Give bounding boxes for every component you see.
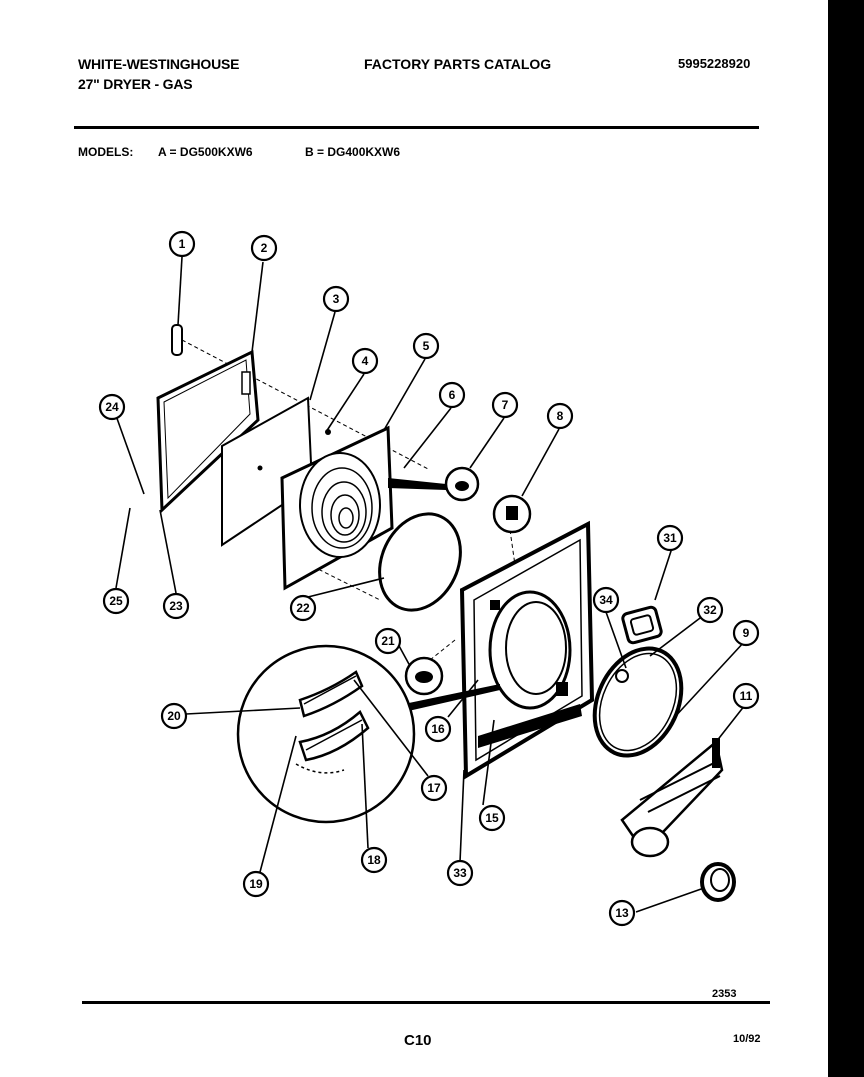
detail-magnifier <box>236 644 500 824</box>
svg-text:20: 20 <box>167 709 181 723</box>
model-b: B = DG400KXW6 <box>305 145 401 159</box>
svg-text:24: 24 <box>105 400 119 414</box>
svg-text:15: 15 <box>485 811 499 825</box>
svg-text:17: 17 <box>427 781 441 795</box>
part-door-seal <box>378 512 462 612</box>
callout-15: 15 <box>478 804 506 832</box>
exploded-parts-diagram: 1 2 3 4 5 6 7 8 9 11 13 15 16 17 18 19 2… <box>98 230 760 927</box>
product-name: 27" DRYER - GAS <box>78 76 193 92</box>
callout-22: 22 <box>289 594 317 622</box>
callout-19: 19 <box>242 870 270 898</box>
svg-text:16: 16 <box>431 722 445 736</box>
callout-33: 33 <box>446 859 474 887</box>
callout-31: 31 <box>656 524 684 552</box>
callout-4: 4 <box>351 347 379 375</box>
publication-date: 10/92 <box>733 1033 761 1045</box>
svg-text:34: 34 <box>599 593 613 607</box>
page-number: C10 <box>404 1032 432 1049</box>
catalog-title: FACTORY PARTS CATALOG <box>364 56 552 72</box>
callout-7: 7 <box>491 391 519 419</box>
callout-2: 2 <box>250 234 278 262</box>
svg-text:7: 7 <box>502 398 509 412</box>
callout-34: 34 <box>592 586 620 614</box>
svg-text:18: 18 <box>367 853 381 867</box>
svg-text:13: 13 <box>615 906 629 920</box>
footer-rule <box>82 1001 770 1004</box>
part-front-panel <box>459 520 595 780</box>
callout-23: 23 <box>162 592 190 620</box>
drawing-reference: 2353 <box>712 988 737 1000</box>
svg-text:1: 1 <box>179 237 186 251</box>
callout-18: 18 <box>360 846 388 874</box>
part-bearing-pad <box>621 605 663 645</box>
part-bushing <box>700 862 736 902</box>
scan-edge-bar <box>828 0 864 1077</box>
models-label: MODELS: <box>78 145 134 159</box>
svg-text:31: 31 <box>663 531 677 545</box>
callout-21: 21 <box>374 627 402 655</box>
svg-text:4: 4 <box>362 354 369 368</box>
callout-25: 25 <box>102 587 130 615</box>
callout-17: 17 <box>420 774 448 802</box>
svg-text:5: 5 <box>423 339 430 353</box>
callout-1: 1 <box>168 230 196 258</box>
part-drum-seal <box>592 646 684 758</box>
callout-11: 11 <box>732 682 760 710</box>
svg-text:25: 25 <box>109 594 123 608</box>
publication-number: 5995228920 <box>678 56 751 71</box>
callout-8: 8 <box>546 402 574 430</box>
svg-text:19: 19 <box>249 877 263 891</box>
svg-text:9: 9 <box>743 626 750 640</box>
svg-text:8: 8 <box>557 409 564 423</box>
model-a: A = DG500KXW6 <box>158 145 253 159</box>
svg-text:22: 22 <box>296 601 310 615</box>
callout-13: 13 <box>608 899 636 927</box>
part-door-liner <box>280 425 394 591</box>
callout-20: 20 <box>160 702 188 730</box>
part-outer-door <box>156 349 260 514</box>
svg-text:3: 3 <box>333 292 340 306</box>
svg-text:21: 21 <box>381 634 395 648</box>
svg-text:23: 23 <box>169 599 183 613</box>
svg-text:33: 33 <box>453 866 467 880</box>
part-exhaust-duct <box>620 738 724 858</box>
callout-6: 6 <box>438 381 466 409</box>
callout-5: 5 <box>412 332 440 360</box>
part-hinge-pin <box>171 324 183 356</box>
callout-32: 32 <box>696 596 724 624</box>
callout-9: 9 <box>732 619 760 647</box>
part-latch-strike <box>388 466 480 502</box>
svg-text:32: 32 <box>703 603 717 617</box>
brand-name: WHITE-WESTINGHOUSE <box>78 56 240 72</box>
callout-16: 16 <box>424 715 452 743</box>
part-door-switch <box>404 656 444 696</box>
header-rule <box>74 126 759 129</box>
svg-text:2: 2 <box>261 241 268 255</box>
svg-text:11: 11 <box>740 689 753 703</box>
part-door-catch <box>492 494 532 534</box>
callout-24: 24 <box>98 393 126 421</box>
svg-text:6: 6 <box>449 388 456 402</box>
callout-3: 3 <box>322 285 350 313</box>
